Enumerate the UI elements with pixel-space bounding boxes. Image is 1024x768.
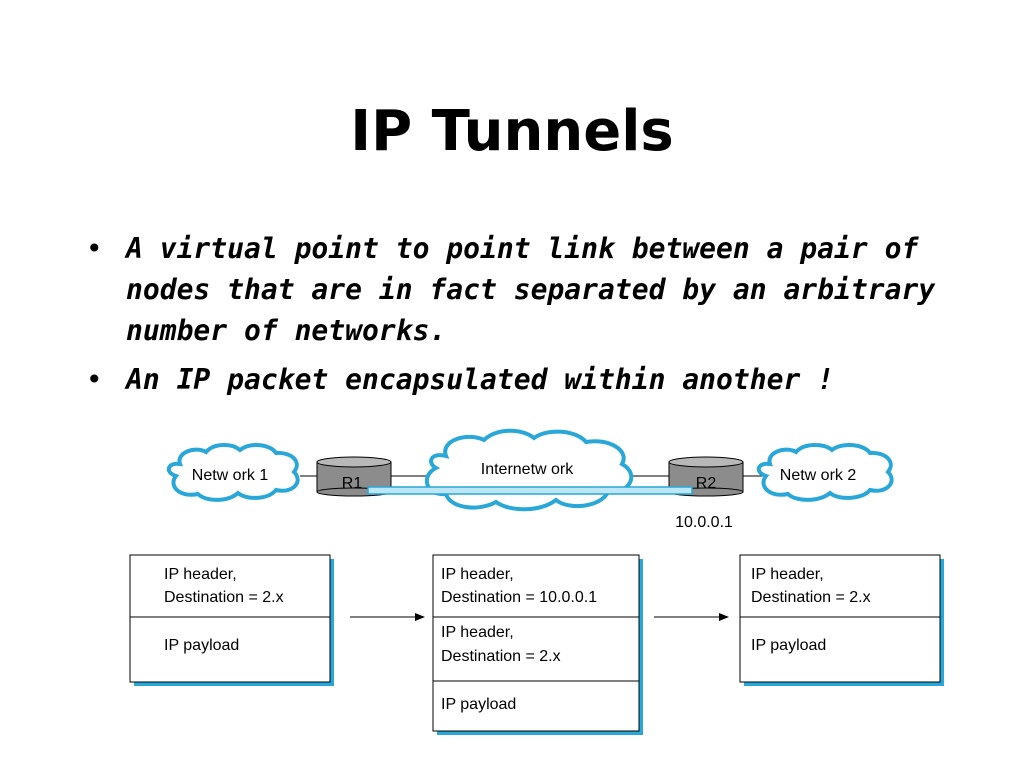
bullet-list: • A virtual point to point link between … xyxy=(86,228,966,408)
bullet-item: • A virtual point to point link between … xyxy=(86,228,966,351)
packet2-outer-header-line2: Destination = 10.0.0.1 xyxy=(441,589,597,606)
internetwork-label: Internetw ork xyxy=(481,461,574,478)
packet3-header-line2: Destination = 2.x xyxy=(751,589,871,606)
bullet-item: • An IP packet encapsulated within anoth… xyxy=(86,359,966,400)
internetwork-cloud: Internetw ork xyxy=(424,428,634,512)
packet3-payload: IP payload xyxy=(751,637,826,654)
router-r1-label: R1 xyxy=(342,475,363,492)
bullet-dot: • xyxy=(86,232,103,265)
packet-original: IP header, Destination = 2.x IP payload xyxy=(129,554,334,686)
router-r2-label: R2 xyxy=(696,475,717,492)
packet2-outer-header-line1: IP header, xyxy=(441,566,514,583)
network1-label: Netw ork 1 xyxy=(192,467,269,484)
bullet-text: An IP packet encapsulated within another… xyxy=(126,363,835,396)
packet1-header-line2: Destination = 2.x xyxy=(164,589,284,606)
network2-label: Netw ork 2 xyxy=(780,467,857,484)
packet2-inner-header-line1: IP header, xyxy=(441,624,514,641)
network2-cloud: Netw ork 2 xyxy=(756,443,894,502)
packet1-header-line1: IP header, xyxy=(164,566,237,583)
packet2-payload: IP payload xyxy=(441,696,516,713)
packet2-inner-header-line2: Destination = 2.x xyxy=(441,648,561,665)
packet-delivered: IP header, Destination = 2.x IP payload xyxy=(739,554,944,686)
router2-address: 10.0.0.1 xyxy=(675,514,733,531)
bullet-dot: • xyxy=(86,363,103,396)
packet3-header-line1: IP header, xyxy=(751,566,824,583)
slide-title: IP Tunnels xyxy=(350,99,674,164)
tunnel-tube xyxy=(367,486,693,495)
packet-encapsulated: IP header, Destination = 10.0.0.1 IP hea… xyxy=(432,554,643,735)
packet1-payload: IP payload xyxy=(164,637,239,654)
bullet-text: A virtual point to point link between a … xyxy=(126,232,936,347)
network1-cloud: Netw ork 1 xyxy=(166,443,300,502)
